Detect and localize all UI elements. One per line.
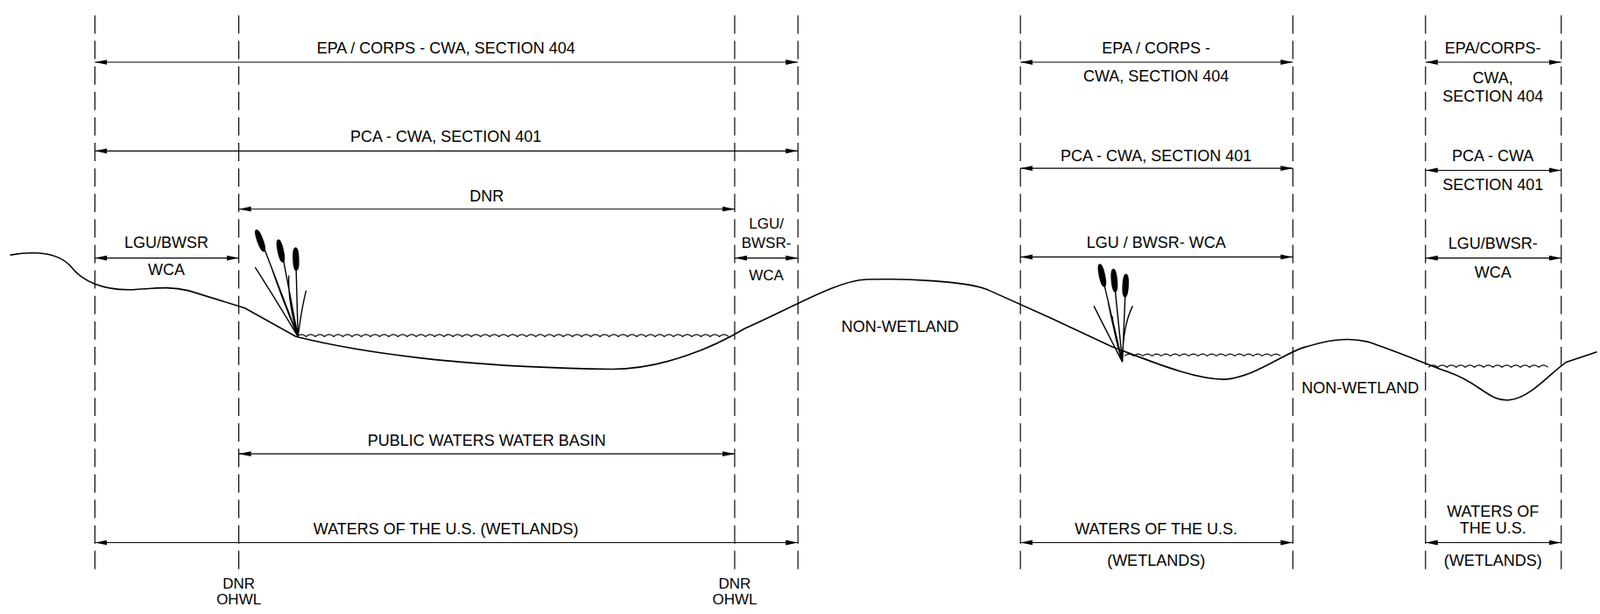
region-label: LGU/BWSR- [1448, 234, 1538, 254]
region-label: SECTION 404 [1442, 86, 1544, 106]
region-label: EPA / CORPS - [1101, 38, 1211, 57]
region-label: WATERS OF THE U.S. (WETLANDS) [313, 519, 579, 538]
region-label: EPA/CORPS- [1444, 38, 1542, 57]
region-label: PCA - CWA, SECTION 401 [350, 127, 542, 147]
dimension-arrow [1425, 61, 1562, 63]
dimension-arrow [1425, 169, 1562, 171]
region-label: (WETLANDS) [1444, 550, 1543, 570]
region-label: (WETLANDS) [1106, 550, 1206, 570]
region-label: PUBLIC WATERS WATER BASIN [367, 431, 607, 451]
cattail-symbol [253, 229, 307, 338]
boundary-line [733, 14, 735, 569]
dimension-arrow [1020, 61, 1293, 63]
boundary-line [797, 14, 799, 569]
region-label: DNR OHWL [208, 576, 270, 608]
region-label: PCA - CWA [1451, 147, 1534, 166]
region-label: WCA [148, 260, 185, 279]
dimension-arrow [734, 257, 798, 259]
region-label: CWA, [1472, 68, 1513, 87]
dimension-arrow [1425, 257, 1562, 259]
dimension-arrow [94, 257, 239, 259]
region-label: WCA [748, 267, 784, 285]
region-label: SECTION 401 [1442, 176, 1544, 195]
water-surface [1428, 365, 1548, 367]
cattail-symbol [1093, 263, 1133, 362]
dimension-lines [94, 14, 1561, 569]
region-label: LGU / BWSR- WCA [1086, 233, 1227, 253]
water-surface [1124, 353, 1281, 356]
dimension-arrow [94, 61, 798, 63]
region-label: EPA / CORPS - CWA, SECTION 404 [317, 38, 576, 57]
water-surface [296, 334, 729, 337]
boundary-line [1020, 14, 1022, 569]
boundary-line [238, 14, 240, 569]
region-label: WATERS OF THE U.S. [1074, 519, 1238, 538]
dimension-arrow [239, 453, 735, 455]
region-label: NON-WETLAND [841, 317, 959, 337]
ground-profile [10, 253, 1598, 401]
boundary-line [94, 14, 96, 569]
dimension-arrow [239, 208, 735, 210]
region-label: WATERS OF THE U.S. [1431, 503, 1555, 537]
region-label: DNR [469, 186, 504, 205]
boundary-line [1560, 14, 1562, 569]
region-label: WCA [1474, 263, 1512, 282]
region-label: PCA - CWA, SECTION 401 [1060, 147, 1252, 166]
dimension-arrow [94, 542, 798, 543]
dimension-arrow [1425, 542, 1562, 543]
dimension-arrow [1020, 256, 1293, 258]
boundary-line [1424, 14, 1426, 569]
dimension-arrow [94, 150, 798, 152]
boundary-line [1292, 14, 1294, 569]
dimension-arrow [1020, 542, 1293, 543]
region-label: CWA, SECTION 404 [1083, 67, 1229, 86]
region-label: LGU/ [748, 216, 784, 234]
region-label: NON-WETLAND [1301, 378, 1419, 397]
region-label: LGU/BWSR [124, 233, 209, 253]
region-label: DNR OHWL [704, 576, 766, 608]
dimension-arrow [1020, 168, 1293, 170]
region-label: BWSR- [741, 235, 792, 254]
